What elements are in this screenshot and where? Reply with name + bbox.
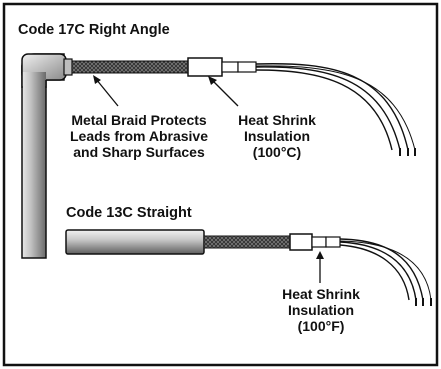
heat-shrink-bottom [289, 233, 313, 251]
right-angle-title: Code 17C Right Angle [18, 22, 170, 38]
metal-braid-bottom [203, 235, 291, 249]
heat-shrink-callout-bottom: Heat Shrink Insulation (100°F) [282, 286, 360, 335]
right-angle-sheath-vertical [21, 65, 47, 259]
straight-title: Code 13C Straight [66, 205, 192, 221]
callout-arrows-top [93, 75, 239, 107]
metal-braid-top [71, 60, 189, 74]
heat-shrink-top [187, 57, 223, 77]
straight-heater [65, 229, 432, 306]
callout-arrow-bottom [316, 251, 324, 283]
heat-shrink-callout-top: Heat Shrink Insulation (100°C) [238, 112, 316, 161]
straight-sheath [65, 229, 205, 255]
metal-braid-callout: Metal Braid Protects Leads from Abrasive… [70, 112, 208, 161]
right-angle-heater [21, 53, 416, 259]
